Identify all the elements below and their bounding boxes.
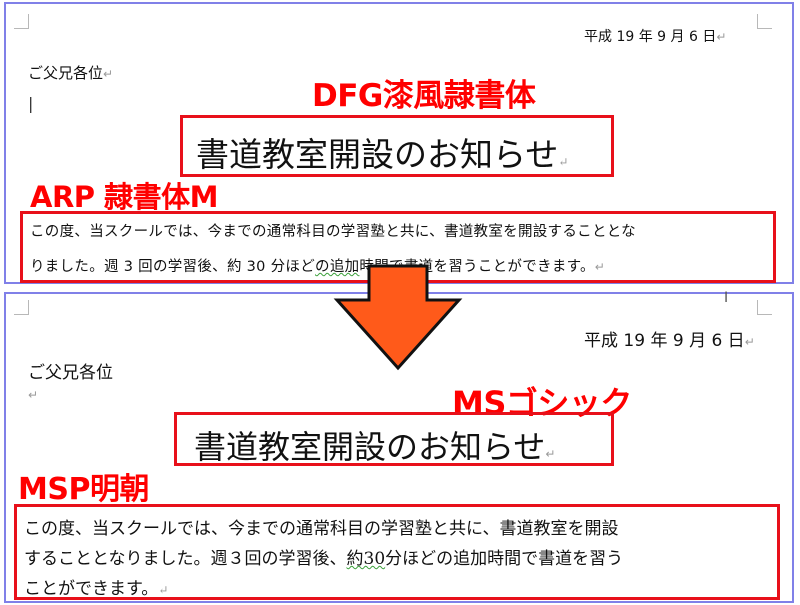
body-line-3: ことができます。↵ [24, 574, 168, 599]
font-label-body: MSP明朝 [18, 472, 149, 507]
greeting-line: ご父兄各位 [28, 358, 113, 383]
title-text: 書道教室開設のお知らせ [196, 135, 559, 174]
body-text: することとなりました。週３回の学習後、 [24, 549, 347, 569]
down-arrow-shape [333, 264, 463, 371]
font-label-title: DFG漆風隷書体 [312, 78, 536, 114]
date-line: 平成 19 年 9 月 6 日↵ [584, 26, 726, 46]
body-text-flagged: の追加 [315, 259, 360, 275]
paragraph-mark: ↵ [716, 30, 727, 44]
title-highlight-box [180, 115, 614, 177]
font-label-body: ARP 隷書体M [30, 180, 218, 214]
body-text: 分ほどの追加時間で書道を習う [385, 549, 624, 569]
body-text: ことができます。 [24, 579, 159, 599]
body-text: りました。週 3 回の学習後、約 30 分ほど [30, 259, 316, 275]
paragraph-mark: ↵ [594, 260, 606, 274]
body-line-2: りました。週 3 回の学習後、約 30 分ほどの追加時間で書道を習うことができま… [30, 255, 605, 276]
document-page-after: I 平成 19 年 9 月 6 日↵ ご父兄各位 ↵ MSゴシック 書道教室開設… [4, 290, 794, 603]
body-text-flagged: 約30 [346, 549, 386, 569]
title-text: 書道教室開設のお知らせ [194, 428, 546, 466]
paragraph-mark: ↵ [158, 583, 169, 597]
paragraph-mark: ↵ [558, 155, 569, 169]
text-cursor: | [28, 94, 34, 113]
date-text: 平成 19 年 9 月 6 日 [584, 331, 745, 351]
paragraph-mark: ↵ [28, 388, 39, 402]
body-line-1: この度、当スクールでは、今までの通常科目の学習塾と共に、書道教室を開設 [24, 519, 619, 539]
paragraph-mark: ↵ [103, 67, 114, 81]
page-corner-mark [757, 300, 772, 315]
title-highlight-box [174, 412, 614, 466]
date-line: 平成 19 年 9 月 6 日↵ [584, 326, 755, 351]
greeting-line: ご父兄各位↵ [28, 62, 113, 83]
body-line-1: この度、当スクールでは、今までの通常科目の学習塾と共に、書道教室を開設することと… [30, 224, 636, 240]
paragraph-mark: ↵ [545, 447, 556, 461]
page-corner-mark [14, 14, 29, 29]
body-line-2: することとなりました。週３回の学習後、約30分ほどの追加時間で書道を習う [24, 544, 623, 569]
font-label-title: MSゴシック [452, 384, 632, 422]
i-beam-cursor-icon: I [724, 290, 729, 306]
down-arrow-icon [333, 264, 463, 371]
date-text: 平成 19 年 9 月 6 日 [584, 29, 717, 45]
page-corner-mark [757, 14, 772, 29]
greeting-text: ご父兄各位 [28, 363, 113, 383]
paragraph-mark: ↵ [744, 335, 755, 349]
greeting-text: ご父兄各位 [28, 64, 104, 82]
document-page-before: 平成 19 年 9 月 6 日↵ ご父兄各位↵ | DFG漆風隷書体 書道教室開… [4, 2, 794, 284]
page-corner-mark [14, 300, 29, 315]
body-highlight-box [14, 504, 780, 600]
title-line: 書道教室開設のお知らせ↵ [196, 128, 568, 176]
title-line: 書道教室開設のお知らせ↵ [194, 422, 555, 468]
